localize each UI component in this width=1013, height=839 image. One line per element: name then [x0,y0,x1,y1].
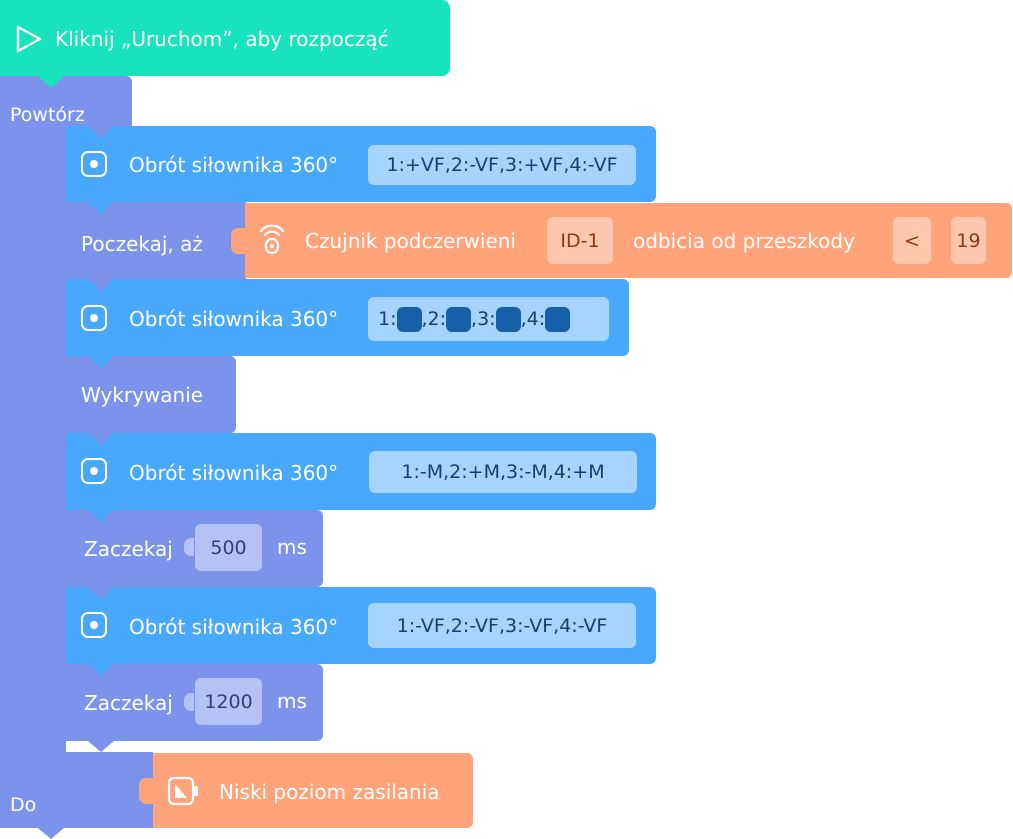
servo-value-field[interactable]: 1:+VF,2:-VF,3:+VF,4:-VF [368,145,636,185]
color-swatch[interactable] [396,306,422,332]
wait-until-label: Poczekaj, aż [81,232,203,256]
repeat-block-bottom[interactable] [0,752,153,828]
repeat-until-label: Do [10,794,37,816]
repeat-inner-gap [66,741,516,752]
connector-notch [88,126,114,138]
connector-notch [88,587,114,599]
servo-label: Obrót siłownika 360° [129,307,339,331]
sensor-property-label: odbicia od przeszkody [633,229,855,253]
servo-color-field[interactable]: 1: ,2: ,3: ,4: [368,297,609,341]
repeat-block-top[interactable] [0,76,132,128]
threshold-field[interactable]: 19 [951,217,986,264]
wait-label: Zaczekaj [84,537,173,561]
reporter-plug [231,228,249,254]
connector-notch [88,664,114,676]
low-battery-label: Niski poziom zasilania [219,780,440,804]
ir-sensor-block[interactable]: Czujnik podczerwieni ID-1 odbicia od prz… [245,203,1012,278]
infrared-sensor-icon [259,224,285,255]
wait-unit-label: ms [277,689,307,713]
connector-notch [88,741,114,752]
servo-part-2: ,2: [421,308,447,330]
connector-notch [88,279,114,291]
servo-label: Obrót siłownika 360° [129,461,339,485]
repeat-connector-top [38,76,64,88]
servo-part-1: 1: [378,308,397,330]
servo-label: Obrót siłownika 360° [129,615,339,639]
connector-notch [88,510,114,522]
servo-value-field[interactable]: 1:-M,2:+M,3:-M,4:+M [369,451,637,493]
repeat-connector-bottom [38,828,64,839]
operator-dropdown[interactable]: < [893,217,931,264]
servo-label: Obrót siłownika 360° [129,153,339,177]
connector-notch [88,433,114,445]
wait-unit-label: ms [277,535,307,559]
repeat-label: Powtórz [10,104,85,126]
wait-duration-field[interactable]: 500 [195,524,262,571]
wait-until-block[interactable]: Poczekaj, aż [66,202,246,279]
wait-block-1[interactable]: Zaczekaj 500 ms [66,510,323,587]
wait-label: Zaczekaj [84,691,173,715]
detect-label: Wykrywanie [81,383,204,407]
servo-block-1[interactable]: Obrót siłownika 360° 1:+VF,2:-VF,3:+VF,4… [66,126,656,202]
servo-part-3: ,3: [471,308,496,330]
detect-block[interactable]: Wykrywanie [66,356,236,433]
ir-sensor-label: Czujnik podczerwieni [305,229,516,253]
color-swatch[interactable] [446,306,472,332]
play-icon [16,25,42,53]
servo-icon [81,458,107,484]
servo-value-field[interactable]: 1:-VF,2:-VF,3:-VF,4:-VF [368,603,636,648]
connector-notch [88,202,114,214]
color-swatch[interactable] [495,306,521,332]
servo-part-4: ,4: [520,308,546,330]
low-battery-block[interactable]: Niski poziom zasilania [153,753,473,828]
servo-block-4[interactable]: Obrót siłownika 360° 1:-VF,2:-VF,3:-VF,4… [66,587,656,664]
servo-icon [81,305,107,331]
wait-block-2[interactable]: Zaczekaj 1200 ms [66,664,323,741]
repeat-block-arm [0,128,66,828]
reporter-plug [184,538,194,556]
reporter-plug [139,778,157,804]
start-block[interactable]: Kliknij „Uruchom”, aby rozpocząć [0,0,450,76]
start-block-label: Kliknij „Uruchom”, aby rozpocząć [55,27,389,51]
reporter-plug [184,693,194,711]
wait-duration-field[interactable]: 1200 [195,678,262,725]
battery-icon [167,776,198,806]
servo-block-2[interactable]: Obrót siłownika 360° 1: ,2: ,3: ,4: [66,279,629,356]
servo-icon [81,151,107,177]
connector-notch [88,356,114,368]
servo-block-3[interactable]: Obrót siłownika 360° 1:-M,2:+M,3:-M,4:+M [66,433,656,510]
sensor-id-dropdown[interactable]: ID-1 [547,217,613,264]
color-swatch[interactable] [545,306,571,332]
servo-icon [81,612,107,638]
